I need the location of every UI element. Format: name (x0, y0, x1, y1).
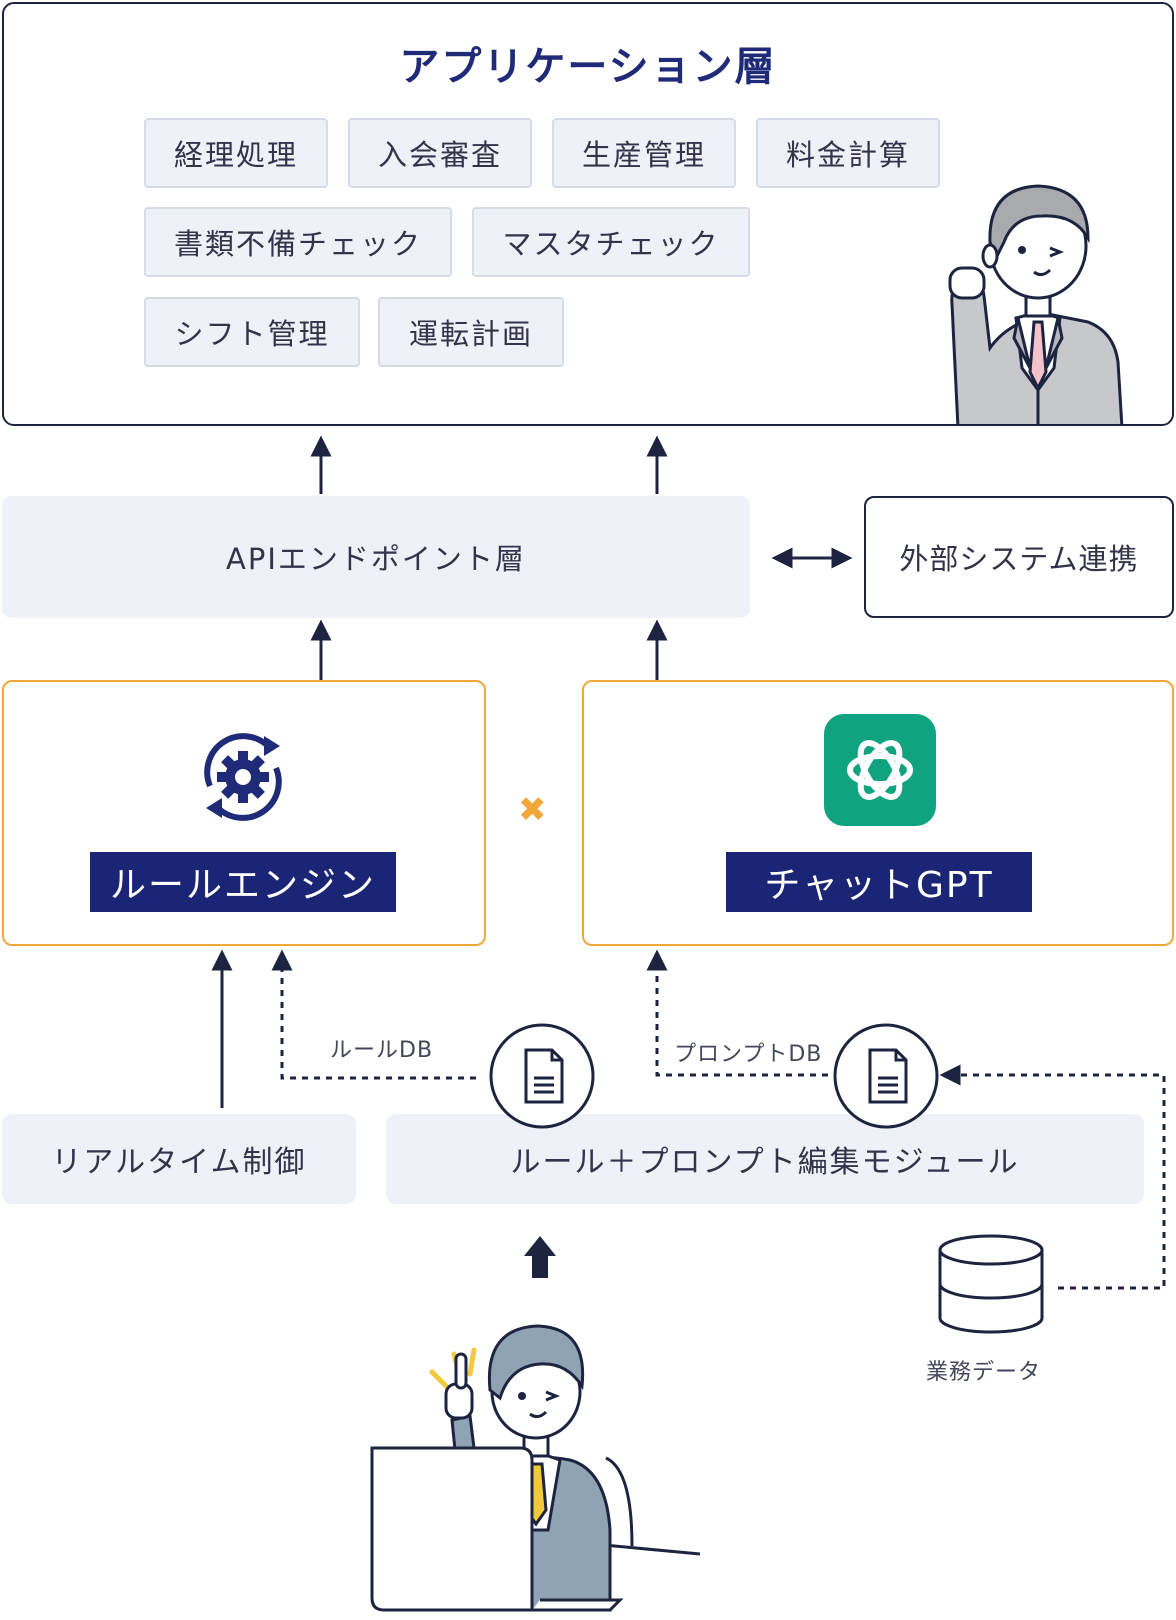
business-data-label: 業務データ (926, 1360, 1042, 1385)
app-item-fee-calculation: 料金計算 (756, 118, 940, 188)
app-item-master-check: マスタチェック (472, 207, 750, 277)
realtime-control-box: リアルタイム制御 (2, 1114, 356, 1204)
rule-document-icon (489, 1023, 595, 1129)
app-item-accounting: 経理処理 (144, 118, 328, 188)
rule-prompt-editor-box: ルール＋プロンプト編集モジュール (386, 1114, 1144, 1204)
external-system-integration: 外部システム連携 (864, 496, 1174, 618)
gear-cycle-icon (204, 733, 282, 821)
app-item-membership-screening: 入会審査 (348, 118, 532, 188)
prompt-document-icon (833, 1023, 939, 1129)
app-item-production-management: 生産管理 (552, 118, 736, 188)
rule-engine-label: ルールエンジン (90, 852, 396, 912)
prompt-db-label: プロンプトDB (674, 1042, 823, 1067)
openai-logo-icon (824, 714, 936, 826)
app-item-operation-plan: 運転計画 (378, 297, 564, 367)
bold-arrow-user-to-editor (524, 1236, 556, 1278)
user-with-laptop-illustration (370, 1324, 700, 1612)
rule-engine-panel: ルールエンジン (2, 680, 486, 946)
combine-cross-icon: ✖ (518, 790, 547, 830)
chatgpt-panel: チャットGPT (582, 680, 1174, 946)
app-item-document-check: 書類不備チェック (144, 207, 452, 277)
rule-db-label: ルールDB (330, 1038, 434, 1063)
api-endpoint-layer: APIエンドポイント層 (2, 496, 750, 618)
app-item-shift-management: シフト管理 (144, 297, 360, 367)
database-icon (938, 1234, 1044, 1334)
application-layer-title: アプリケーション層 (399, 44, 777, 90)
businessman-illustration (948, 184, 1124, 424)
chatgpt-label: チャットGPT (726, 852, 1032, 912)
